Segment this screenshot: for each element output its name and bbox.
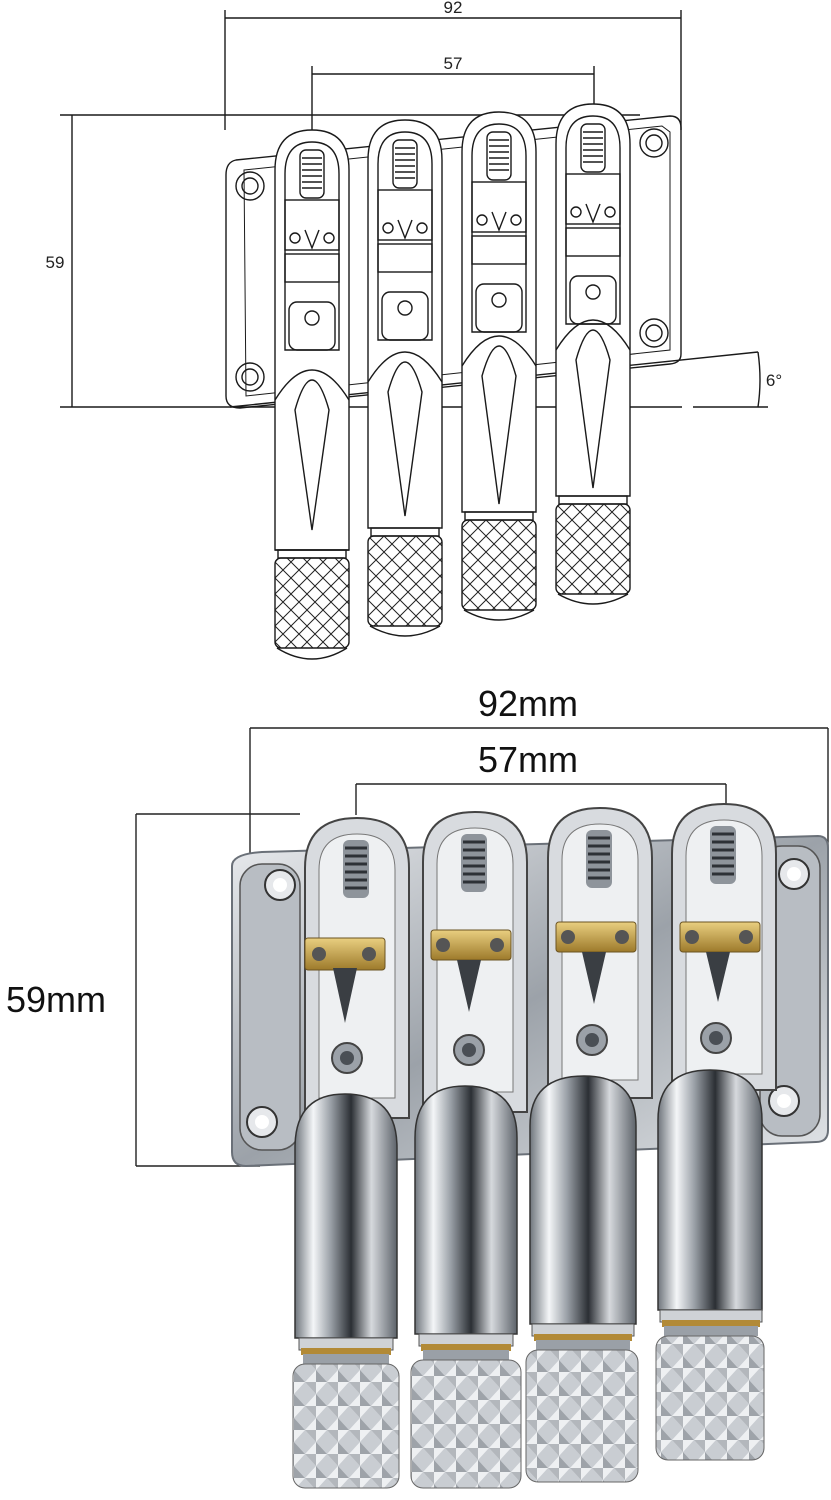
drawing-mount-hole <box>639 318 669 348</box>
photo-dimension-lines <box>135 727 829 1167</box>
photo-height-label: 59mm <box>6 979 106 1020</box>
line-drawing <box>60 10 768 660</box>
photo-saddle <box>292 816 410 1489</box>
drawing-base-plate <box>225 115 682 409</box>
photo-rendering <box>135 727 829 1489</box>
drawing-mount-hole <box>235 171 265 201</box>
drawing-mount-hole <box>235 362 265 392</box>
photo-saddle <box>410 810 528 1489</box>
drawing-saddle <box>367 119 443 637</box>
width-dimension <box>224 10 682 130</box>
spacing-dimension <box>311 66 595 132</box>
photo-width-label: 92mm <box>478 683 578 724</box>
drawing-spacing-label: 57 <box>444 54 463 73</box>
photo-saddle <box>525 806 653 1483</box>
drawing-mount-hole <box>639 128 669 158</box>
photo-spacing-label: 57mm <box>478 739 578 780</box>
drawing-width-label: 92 <box>444 0 463 17</box>
drawing-saddle <box>274 129 350 660</box>
drawing-saddle <box>461 111 537 621</box>
drawing-saddle <box>555 103 631 605</box>
drawing-height-label: 59 <box>46 253 65 272</box>
photo-saddle <box>655 802 777 1461</box>
drawing-angle-label: 6° <box>766 371 782 390</box>
